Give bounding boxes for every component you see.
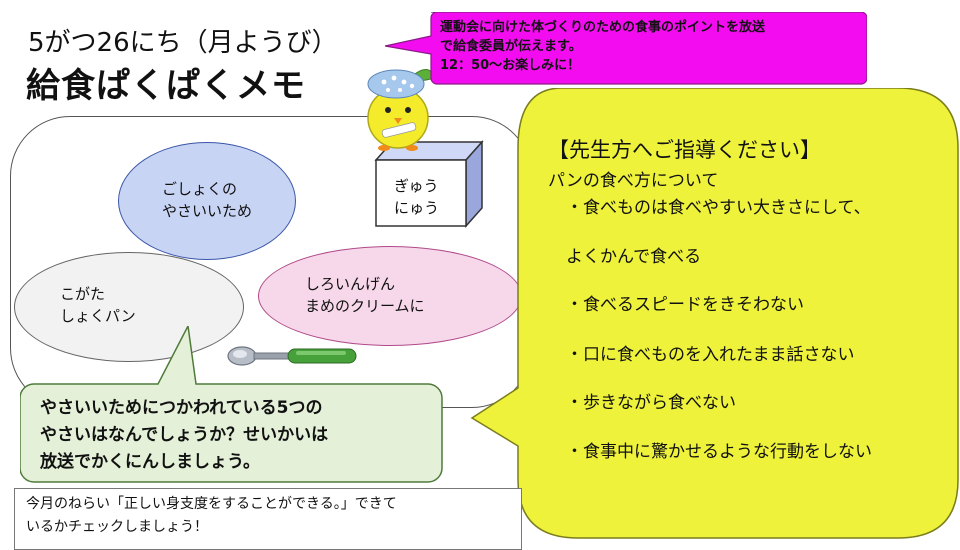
menu-item-bread-oval xyxy=(14,252,244,362)
teacher-guidance-heading: 【先生方へご指導ください】 xyxy=(548,138,821,162)
menu-item-bread-label: こがた しょくパン xyxy=(60,285,136,325)
menu-item-veg-label: ごしょくの やさいいため xyxy=(162,180,253,220)
guidance-item: ・食べるスピードをきそわない xyxy=(566,295,804,315)
date-heading: 5がつ26にち（月ようび） xyxy=(28,28,338,58)
guidance-item: ・歩きながら食べない xyxy=(566,393,736,413)
menu-item-milk-label: ぎゅう にゅう xyxy=(394,177,440,217)
page-title: 給食ぱくぱくメモ xyxy=(26,66,306,106)
guidance-item: ・食べものは食べやすい大きさにして、 xyxy=(566,198,871,218)
teacher-guidance: 【先生方へご指導ください】 パンの食べ方について xyxy=(548,134,948,191)
broadcast-line: 運動会に向けた体づくりのための食事のポイントを放送 xyxy=(440,20,766,35)
guidance-item: よくかんで食べる xyxy=(566,247,702,267)
quiz-line: やさいいためにつかわれている5つの xyxy=(40,398,323,418)
menu-item-bean-oval xyxy=(258,246,522,346)
quiz-line: 放送でかくにんしましょう。 xyxy=(40,452,260,472)
milk-carton-box-icon xyxy=(374,140,484,228)
goal-line: いるかチェックしましょう！ xyxy=(26,519,208,535)
teacher-guidance-subheading: パンの食べ方について xyxy=(548,171,719,191)
menu-item-veg-oval xyxy=(118,142,296,260)
broadcast-line: 12：50〜お楽しみに！ xyxy=(440,58,581,73)
menu-item-bean-label: しろいんげん まめのクリームに xyxy=(305,275,425,315)
guidance-item: ・食事中に驚かせるような行動をしない xyxy=(566,442,872,462)
broadcast-announcement: 運動会に向けた体づくりのための食事のポイントを放送 で給食委員が伝えます。 12… xyxy=(440,18,860,75)
monthly-goal-text: 今月のねらい「正しい身支度をすることができる。」できて いるかチェックしましょう… xyxy=(26,493,516,539)
guidance-item: ・口に食べものを入れたまま話さない xyxy=(566,345,855,365)
quiz-line: やさいはなんでしょうか？せいかいは xyxy=(40,425,329,445)
quiz-question: やさいいためにつかわれている5つの やさいはなんでしょうか？せいかいは 放送でか… xyxy=(40,395,430,476)
broadcast-callout-shape xyxy=(385,12,867,85)
teacher-guidance-callout-shape xyxy=(470,88,959,539)
yellow-bird-mascot-icon xyxy=(367,69,435,151)
broadcast-line: で給食委員が伝えます。 xyxy=(440,39,582,54)
question-callout-shape xyxy=(20,326,443,483)
spoon-icon xyxy=(227,346,357,366)
goal-line: 今月のねらい「正しい身支度をすることができる。」できて xyxy=(26,496,397,512)
